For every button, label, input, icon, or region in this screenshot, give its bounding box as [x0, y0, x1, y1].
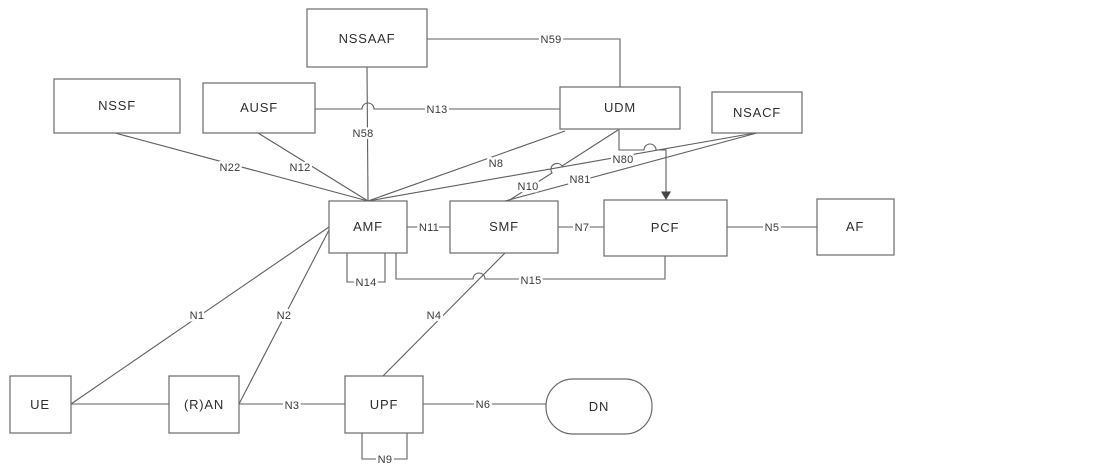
node-ue-box: [9, 375, 72, 434]
link-n8: [367, 130, 566, 202]
link-n2: [238, 229, 330, 405]
node-nsacf-label: NSACF: [733, 105, 781, 120]
node-dn-label: DN: [589, 399, 609, 414]
link-n7-label: N7: [575, 222, 590, 234]
link-n5-label: N5: [765, 222, 780, 234]
node-amf-box: [328, 200, 408, 254]
diagram-nodes: NSSAAF NSSF AUSF UDM NSACF AMF SMF PCF A…: [9, 8, 895, 435]
diagram-edge-labels: N59 N13 N58 N22 N12 N8 N10 N80 N81 N11 N…: [187, 32, 781, 469]
link-n11-label: N11: [419, 222, 439, 234]
link-n3-label: N3: [285, 400, 300, 412]
link-n14: [346, 253, 386, 283]
node-ran-label: (R)AN: [184, 397, 224, 412]
link-udm-pcf: [618, 129, 667, 198]
link-n12-label: N12: [289, 162, 310, 174]
node-af-box: [816, 198, 895, 256]
node-amf-label: AMF: [353, 219, 383, 234]
link-n9-label: N9: [378, 454, 393, 466]
node-ausf-box: [202, 82, 316, 134]
link-n10: [507, 129, 619, 202]
link-n14-label: N14: [355, 277, 376, 289]
node-pcf-label: PCF: [651, 220, 679, 235]
node-smf-label: SMF: [489, 219, 519, 234]
link-n1-label: N1: [190, 310, 205, 322]
link-n6-label: N6: [476, 399, 491, 411]
link-n22-label: N22: [219, 162, 240, 174]
link-n58: [366, 66, 369, 202]
link-n10-label: N10: [517, 181, 538, 193]
link-n81-label: N81: [569, 174, 590, 186]
link-n15-label: N15: [520, 275, 541, 287]
link-n81: [504, 132, 758, 202]
link-n80-label: N80: [612, 154, 633, 166]
link-n8-label: N8: [489, 158, 504, 170]
node-pcf-box: [603, 199, 728, 257]
diagram-edges: [70, 38, 817, 460]
node-smf-box: [449, 200, 559, 254]
link-n4: [382, 252, 506, 377]
node-ue-label: UE: [30, 397, 50, 412]
link-n58-label: N58: [352, 128, 373, 140]
link-n59-label: N59: [540, 34, 561, 46]
node-af-label: AF: [846, 219, 864, 234]
link-n13-label: N13: [426, 104, 447, 116]
link-n22: [114, 132, 369, 202]
link-n80: [367, 132, 756, 202]
node-ran-box: [168, 375, 240, 434]
node-nssaaf-label: NSSAAF: [339, 31, 396, 46]
node-ausf-label: AUSF: [240, 100, 278, 115]
node-upf-label: UPF: [370, 397, 398, 412]
node-nssf-label: NSSF: [98, 98, 136, 113]
link-n59: [427, 38, 621, 87]
link-n1: [70, 226, 330, 405]
node-udm-box: [559, 86, 681, 130]
node-nssaaf-box: [306, 8, 428, 68]
link-n15: [395, 253, 666, 280]
node-nssf-box: [53, 78, 181, 134]
arrow-down-icon: [661, 191, 671, 200]
node-dn-box: [545, 378, 653, 435]
link-n2-label: N2: [277, 310, 292, 322]
link-n4-label: N4: [427, 310, 442, 322]
link-n9: [361, 433, 408, 460]
link-n13: [315, 102, 560, 110]
link-n12: [257, 132, 369, 202]
node-upf-box: [344, 375, 424, 434]
node-udm-label: UDM: [604, 100, 636, 115]
node-nsacf-box: [711, 91, 803, 134]
